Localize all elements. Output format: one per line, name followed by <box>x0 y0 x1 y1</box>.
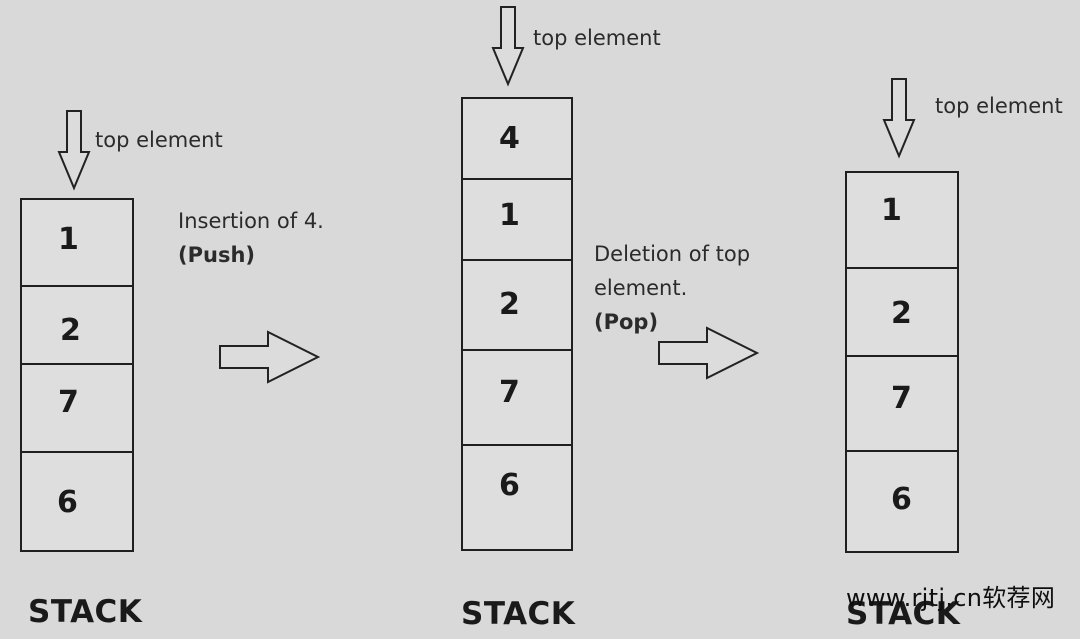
right-arrow-icon <box>658 326 760 380</box>
cell-value: 4 <box>499 121 520 156</box>
cell-value: 2 <box>891 296 912 331</box>
pop-label: (Pop) <box>594 310 659 334</box>
cell-value: 1 <box>881 193 902 228</box>
top-element-label: top element <box>935 94 1063 118</box>
stack-cell: 2 <box>845 267 959 357</box>
stack-cell: 7 <box>20 363 134 453</box>
push-text: Insertion of 4. <box>178 209 324 233</box>
top-element-label: top element <box>95 128 223 152</box>
stack-after-pop: 1 2 7 6 <box>845 171 959 553</box>
top-element-label: top element <box>533 26 661 50</box>
push-description: Insertion of 4. (Push) <box>178 204 324 272</box>
down-arrow-icon <box>491 6 525 87</box>
cell-value: 1 <box>499 198 520 233</box>
cell-value: 1 <box>58 222 79 257</box>
cell-value: 6 <box>499 468 520 503</box>
stack-cell: 7 <box>461 349 573 446</box>
cell-value: 7 <box>891 381 912 416</box>
push-label: (Push) <box>178 243 255 267</box>
pop-description: Deletion of top element. (Pop) <box>594 237 750 339</box>
stack-title: STACK <box>461 596 576 632</box>
stack-cell: 7 <box>845 355 959 452</box>
cell-value: 6 <box>891 482 912 517</box>
stack-cell: 4 <box>461 97 573 180</box>
stack-before-push: 1 2 7 6 <box>20 198 134 552</box>
stack-cell: 6 <box>845 450 959 553</box>
stack-cell: 1 <box>20 198 134 287</box>
down-arrow-icon <box>57 110 91 191</box>
cell-value: 2 <box>499 287 520 322</box>
stack-after-push: 4 1 2 7 6 <box>461 97 573 551</box>
cell-value: 2 <box>60 313 81 348</box>
stack-cell: 2 <box>20 285 134 365</box>
stack-title: STACK <box>28 594 143 630</box>
right-arrow-icon <box>219 330 321 384</box>
cell-value: 7 <box>499 375 520 410</box>
stack-cell: 6 <box>461 444 573 551</box>
cell-value: 7 <box>58 385 79 420</box>
pop-text-line: element. <box>594 276 688 300</box>
stack-cell: 1 <box>845 171 959 269</box>
stack-cell: 1 <box>461 178 573 261</box>
stack-title: STACK <box>846 596 961 632</box>
pop-text-line: Deletion of top <box>594 242 751 266</box>
stack-cell: 2 <box>461 259 573 351</box>
down-arrow-icon <box>882 78 916 159</box>
cell-value: 6 <box>57 485 78 520</box>
watermark-text: www.rjtj.cn软荐网 <box>846 584 1056 612</box>
stack-cell: 6 <box>20 451 134 552</box>
